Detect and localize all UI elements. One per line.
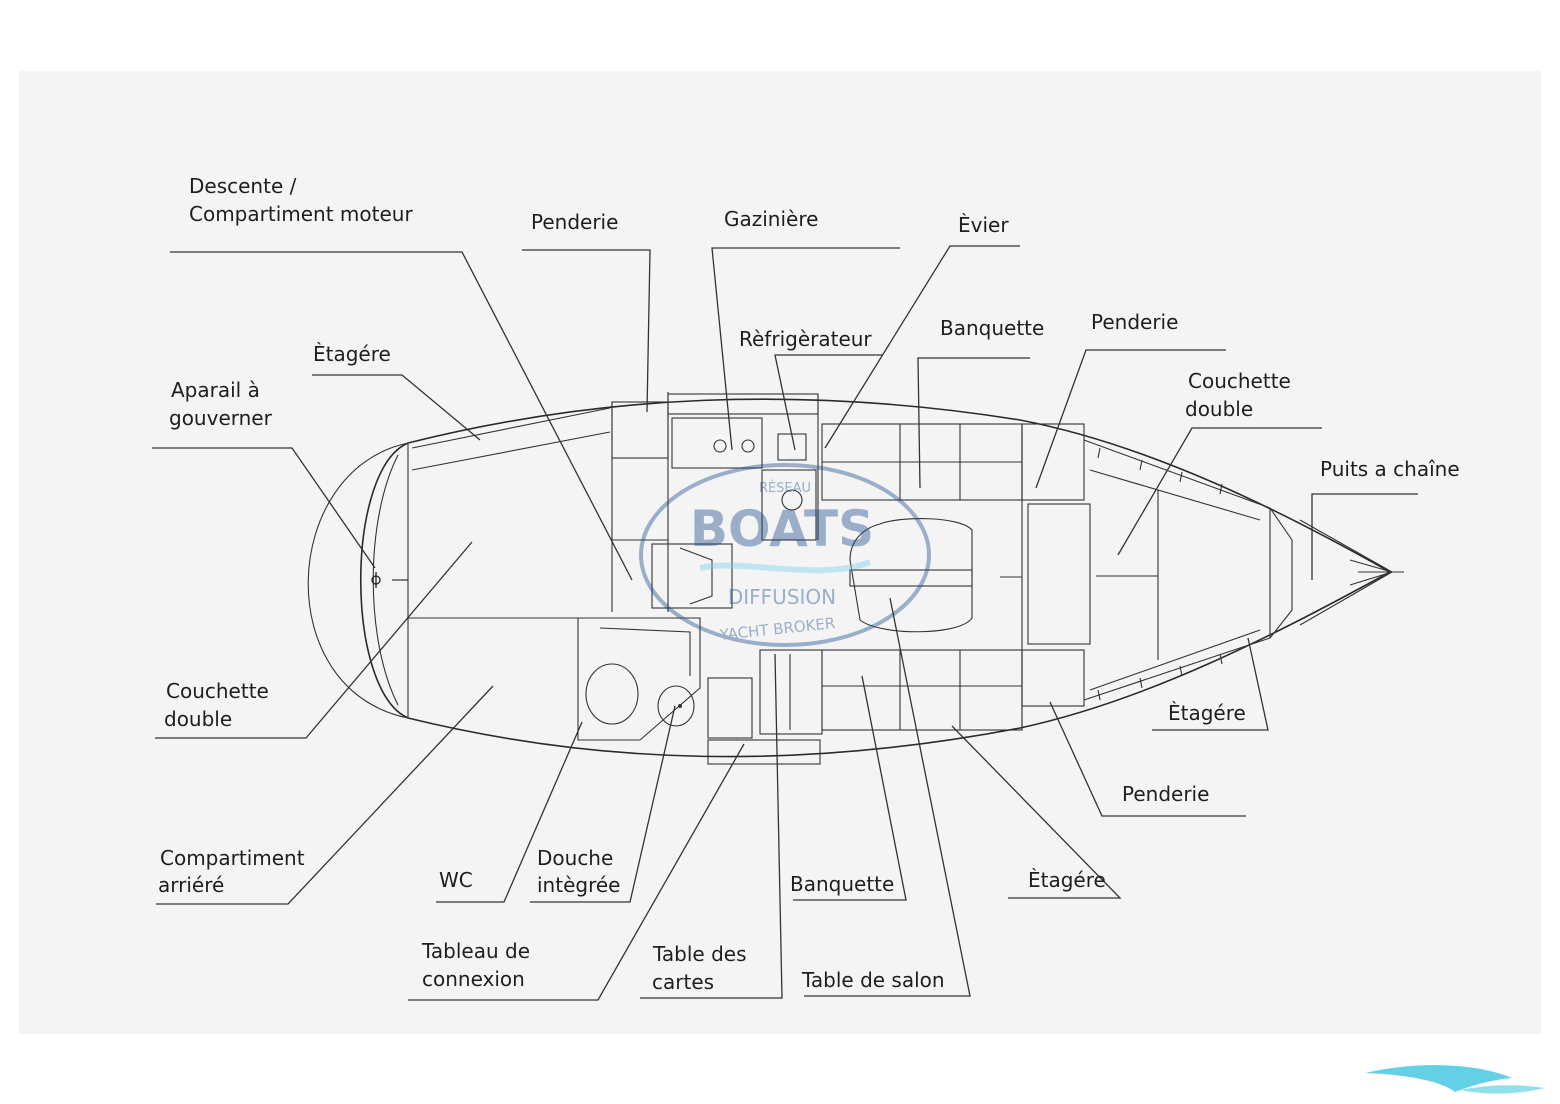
- label-evier: Èvier: [958, 213, 1009, 237]
- footer-wave-logo-icon: [1365, 1065, 1545, 1094]
- label-tableau-2: connexion: [422, 967, 525, 991]
- label-puits-chaine: Puits a chaîne: [1320, 457, 1460, 481]
- watermark-logo: RÉSEAU BOATS DIFFUSION YACHT BROKER: [639, 463, 931, 647]
- watermark-brand: BOATS: [690, 500, 874, 558]
- interior-layout: [408, 392, 1293, 765]
- label-gaziniere: Gazinière: [724, 207, 818, 231]
- leader-lines: [152, 245, 1418, 1001]
- label-banquette-low: Banquette: [790, 872, 894, 896]
- label-refrigerateur: Rèfrigèrateur: [739, 327, 872, 351]
- watermark-ring: [639, 463, 931, 647]
- label-compartiment-moteur: Compartiment moteur: [189, 202, 413, 226]
- label-aparail-2: gouverner: [169, 406, 273, 430]
- label-etagere-fwd: Ètagére: [1168, 701, 1246, 725]
- label-penderie-low: Penderie: [1122, 782, 1209, 806]
- label-douche-2: intègrée: [537, 873, 620, 897]
- label-wc: WC: [439, 868, 473, 892]
- label-douche-1: Douche: [537, 846, 613, 870]
- label-compartiment-1: Compartiment: [160, 846, 305, 870]
- label-table-cartes-2: cartes: [652, 970, 714, 994]
- label-couchette-aft-1: Couchette: [166, 679, 269, 703]
- label-etagere-low: Ètagére: [1028, 868, 1106, 892]
- label-aparail-1: Aparail à: [171, 378, 260, 402]
- watermark-diffusion: DIFFUSION: [728, 585, 836, 609]
- watermark-reseau: RÉSEAU: [759, 480, 811, 496]
- label-penderie-top: Penderie: [531, 210, 618, 234]
- label-banquette-top: Banquette: [940, 316, 1044, 340]
- label-couchette-fwd-2: double: [1185, 397, 1253, 421]
- watermark-broker: YACHT BROKER: [718, 614, 836, 644]
- callout-labels: Descente / Compartiment moteur Penderie …: [158, 174, 1460, 994]
- label-compartiment-2: arriéré: [158, 873, 224, 897]
- label-table-cartes-1: Table des: [652, 942, 747, 966]
- label-couchette-aft-2: double: [164, 707, 232, 731]
- label-penderie-fwd: Penderie: [1091, 310, 1178, 334]
- label-etagere-aft: Ètagére: [313, 342, 391, 366]
- label-couchette-fwd-1: Couchette: [1188, 369, 1291, 393]
- label-tableau-1: Tableau de: [421, 939, 530, 963]
- watermark-wave-icon: [699, 559, 872, 574]
- rudder-icon: [371, 572, 408, 588]
- label-table-salon: Table de salon: [801, 968, 945, 992]
- label-descente: Descente /: [189, 174, 297, 198]
